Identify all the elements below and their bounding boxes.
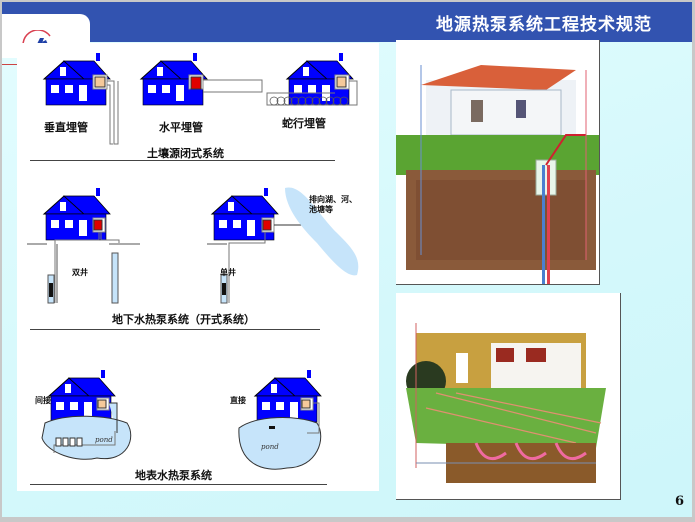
double-well-label: 双井 [72,268,88,277]
divider [30,484,327,485]
pond-label: pond [261,443,279,451]
surface-water-title: 地表水热泵系统 [135,469,212,482]
groundwater-title: 地下水热泵系统（开式系统） [112,313,255,326]
pond-label: pond [95,436,113,444]
house-icon [254,369,322,423]
house-icon [48,369,116,423]
house-horizontal-loop-illustration [406,323,606,483]
closed-loop-title: 土壤源闭式系统 [147,147,224,160]
horizontal-pipe-label: 水平埋管 [159,121,203,134]
ground-source-diagrams [27,52,359,470]
divider [30,329,320,330]
single-well-label: 单井 [220,268,236,277]
page-number: 6 [674,494,684,509]
diagram-panel: 垂直埋管 水平埋管 蛇行埋管 土壤源闭式系统 双井 单井 排向湖、河、池塘等 地… [17,43,379,491]
slide: 地源热泵系统工程技术规范 [2,2,692,517]
discharge-label: 排向湖、河、池塘等 [309,195,357,214]
vertical-ground-loop-photo [396,40,600,285]
page-title: 地源热泵系统工程技术规范 [436,15,652,35]
house-vertical-loop-illustration [396,65,599,284]
serpentine-pipe-label: 蛇行埋管 [282,117,326,130]
decorative-line [2,64,20,65]
direct-label: 直接 [230,396,246,405]
header-bar: 地源热泵系统工程技术规范 [2,2,692,42]
indirect-label: 间接 [35,396,51,405]
divider [30,160,335,161]
vertical-pipe-label: 垂直埋管 [44,121,88,134]
horizontal-ground-loop-photo [396,293,621,500]
